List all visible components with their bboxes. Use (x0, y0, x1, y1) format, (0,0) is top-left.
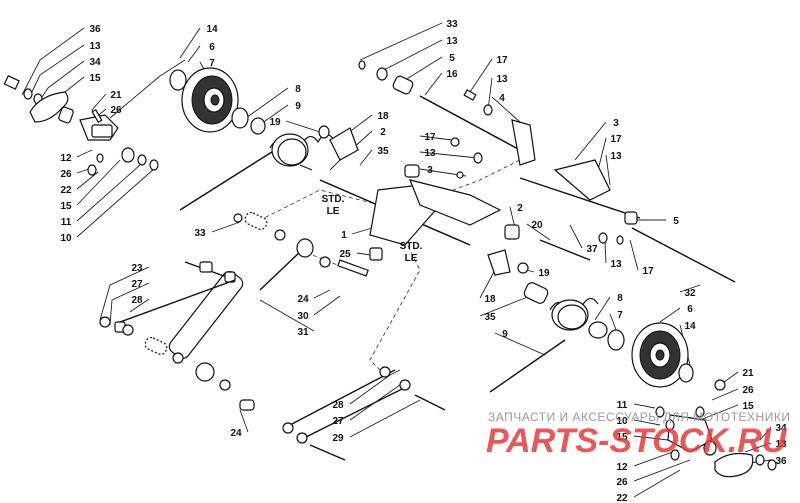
callout-number: 25 (339, 249, 351, 260)
callout-number: 33 (446, 19, 458, 30)
callout-number: 12 (616, 462, 628, 473)
callout-number: 23 (131, 263, 143, 274)
callout-number: 3 (613, 118, 619, 129)
callout-number: 13 (610, 151, 622, 162)
callout-number: 13 (496, 74, 508, 85)
callout-number: 26 (110, 105, 122, 116)
callout-number: 9 (502, 329, 508, 340)
watermark-tagline: ЗАПЧАСТИ И АКСЕССУАРЫ ДЛЯ МОТОТЕХНИКИ (488, 410, 790, 424)
callout-number: 9 (295, 101, 301, 112)
callout-number: 3 (427, 165, 433, 176)
callout-number: 19 (538, 268, 550, 279)
callout-number: 11 (617, 400, 628, 411)
right-idler-wheel (631, 322, 694, 388)
callout-number: 13 (775, 439, 787, 450)
std-le-label: LE (405, 253, 418, 264)
callout-number: 18 (484, 294, 496, 305)
left-idler-wheel (169, 67, 266, 135)
std-le-label: STD. (400, 241, 423, 252)
left-upper-hardware (3, 75, 159, 176)
callout-number: 26 (742, 385, 754, 396)
callout-number: 35 (484, 312, 496, 323)
callout-number: 10 (60, 233, 72, 244)
callout-number: 14 (684, 321, 696, 332)
callout-number: 21 (110, 90, 122, 101)
right-lower-hardware (655, 379, 777, 478)
callout-number: 36 (775, 456, 787, 467)
lower-left-links (99, 261, 255, 411)
callout-number: 21 (742, 368, 754, 379)
callout-number: 17 (496, 55, 508, 66)
callout-number: 6 (209, 42, 215, 53)
callout-number: 4 (499, 93, 505, 104)
right-torsion-spring (489, 282, 625, 393)
callout-number: 36 (89, 24, 101, 35)
right-upper-arm (519, 159, 736, 283)
callout-numbers: 3613341521261226221511101467891918235331… (60, 19, 787, 503)
callout-number: 30 (297, 311, 309, 322)
callout-number: 13 (89, 41, 101, 52)
callout-number: 31 (297, 327, 309, 338)
callout-number: 29 (332, 433, 344, 444)
callout-number: 17 (424, 132, 436, 143)
callout-number: 37 (586, 244, 598, 255)
callout-number: 19 (269, 117, 281, 128)
callout-number: 15 (60, 201, 72, 212)
callout-number: 8 (617, 293, 623, 304)
callout-number: 34 (89, 57, 101, 68)
callout-number: 27 (332, 416, 344, 427)
callout-number: 20 (531, 220, 543, 231)
callout-number: 16 (446, 69, 458, 80)
callout-number: 1 (341, 230, 347, 241)
callout-number: 18 (377, 111, 389, 122)
callout-number: 5 (673, 216, 679, 227)
std-le-label: LE (327, 206, 340, 217)
callout-number: 26 (60, 169, 72, 180)
callout-number: 24 (297, 294, 309, 305)
callout-number: 28 (131, 295, 143, 306)
callout-number: 15 (742, 401, 754, 412)
callout-number: 14 (206, 24, 218, 35)
callout-number: 10 (616, 416, 628, 427)
callout-number: 7 (617, 310, 623, 321)
callout-number: 13 (610, 259, 622, 270)
callout-number: 24 (230, 428, 242, 439)
upper-cross-shaft (358, 60, 536, 166)
callout-number: 12 (60, 153, 72, 164)
callout-number: 22 (616, 493, 628, 503)
callout-number: 26 (616, 477, 628, 488)
watermark: ЗАПЧАСТИ И АКСЕССУАРЫ ДЛЯ МОТОТЕХНИКИ PA… (486, 410, 790, 460)
callout-number: 6 (687, 304, 693, 315)
callout-number: 15 (616, 432, 628, 443)
left-torsion-spring (179, 125, 359, 211)
callout-number: 17 (610, 134, 622, 145)
callout-number: 22 (60, 185, 72, 196)
callout-number: 15 (89, 73, 101, 84)
callout-number: 2 (380, 127, 386, 138)
callout-number: 13 (446, 36, 458, 47)
callout-number: 2 (517, 203, 523, 214)
watermark-logo-text: PARTS-STOCK.RU (486, 422, 788, 460)
center-pivot-arm (319, 164, 529, 276)
lower-right-links (282, 366, 446, 461)
callout-number: 34 (775, 423, 787, 434)
callout-number: 33 (194, 228, 206, 239)
callout-number: 8 (295, 84, 301, 95)
callout-number: 11 (61, 217, 72, 228)
callout-number: 27 (131, 279, 143, 290)
callout-number: 32 (684, 288, 696, 299)
callout-number: 28 (332, 400, 344, 411)
callout-number: 5 (449, 53, 455, 64)
callout-number: 13 (424, 148, 436, 159)
callout-number: 35 (377, 146, 389, 157)
std-le-label: STD. (322, 194, 345, 205)
callout-number: 17 (642, 266, 654, 277)
callout-number: 7 (209, 58, 215, 69)
